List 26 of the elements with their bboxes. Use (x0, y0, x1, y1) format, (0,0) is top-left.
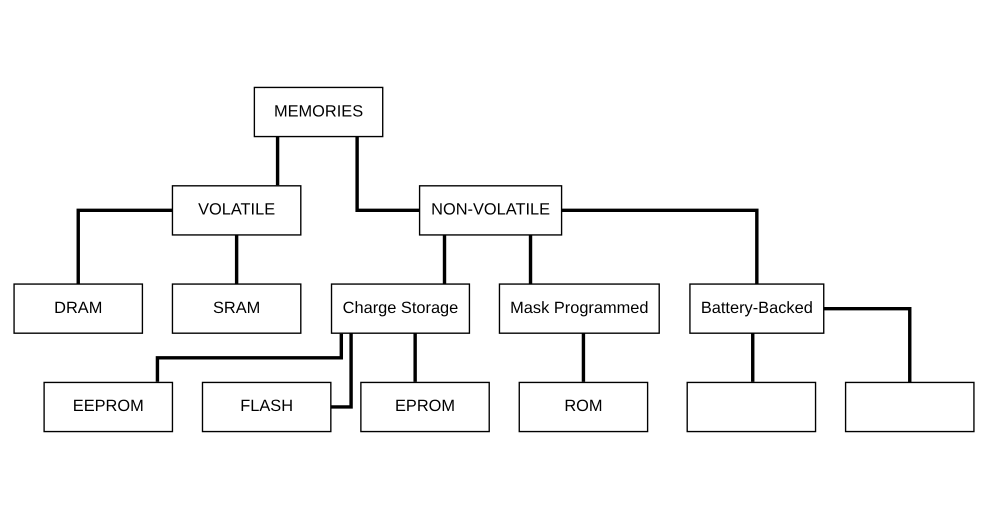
connector (751, 333, 754, 382)
connector (76, 208, 172, 284)
connector (824, 306, 912, 382)
node-box: SRAM (172, 283, 302, 334)
connector (442, 235, 446, 284)
node-box: Mask Programmed (498, 283, 660, 334)
connector (276, 136, 280, 186)
connector (413, 333, 417, 382)
node-box (844, 382, 975, 432)
node-box: VOLATILE (172, 185, 302, 236)
node-box (686, 382, 816, 432)
connector (355, 136, 420, 212)
node-box: Charge Storage (330, 283, 470, 334)
connector (234, 235, 238, 284)
node-box: ROM (518, 382, 648, 432)
node-box: DRAM (13, 283, 144, 334)
node-box: MEMORIES (254, 86, 384, 138)
node-box: FLASH (202, 382, 332, 432)
node-box: EPROM (360, 382, 490, 432)
connector (582, 333, 586, 382)
connector (156, 334, 344, 382)
node-box: NON-VOLATILE (418, 185, 562, 236)
connector (528, 235, 532, 284)
node-box: EEPROM (43, 382, 174, 432)
node-box: Battery-Backed (689, 283, 824, 334)
connector (562, 208, 759, 284)
